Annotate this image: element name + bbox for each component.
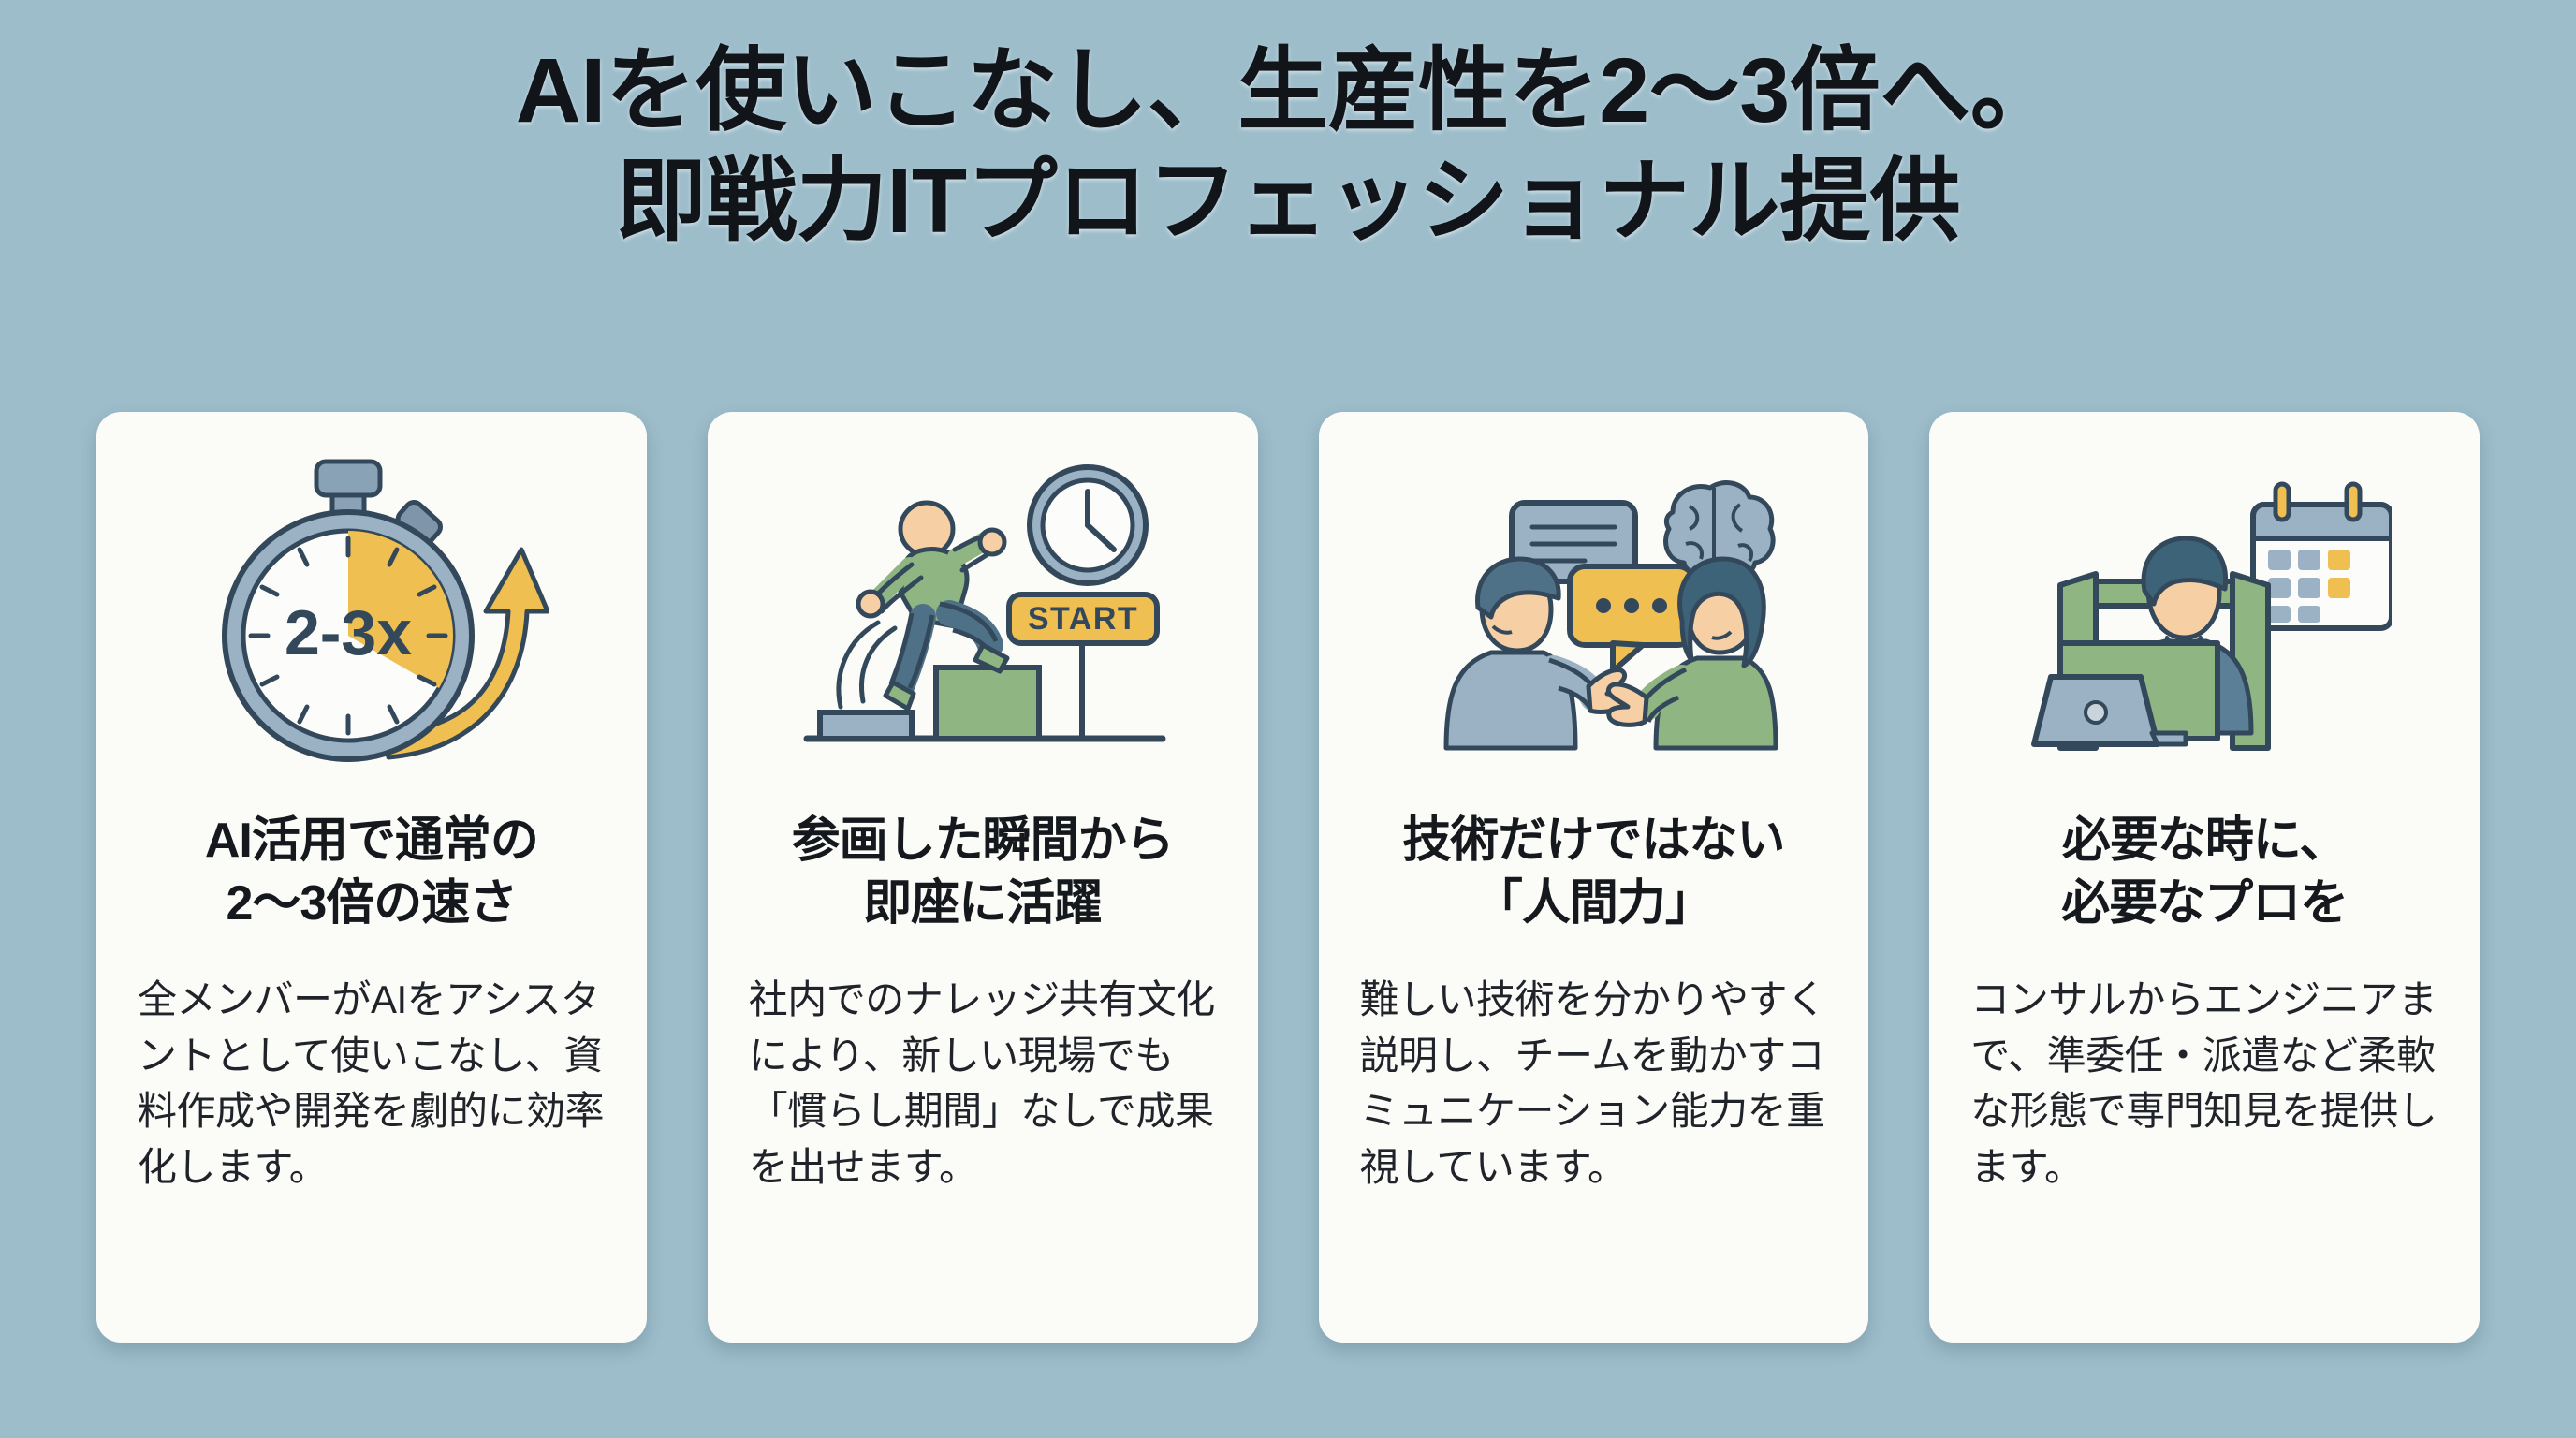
card-title: 技術だけではない 「人間力」 — [1387, 810, 1799, 934]
card-title-line-1: 参画した瞬間から — [791, 814, 1175, 868]
card-title: AI活用で通常の 2〜3倍の速さ — [190, 810, 553, 934]
card-title-line-2: 即座に活躍 — [863, 875, 1103, 931]
card-body: 社内でのナレッジ共有文化により、新しい現場でも「慣らし期間」なしで成果を出せます… — [748, 977, 1216, 1189]
businessman-toolbox-laptop-calendar-icon — [1929, 412, 2480, 810]
feature-card-list: 2-3x AI活用で通常の 2〜3倍の速さ 全メンバーがAIをアシスタントとして… — [96, 412, 2480, 1343]
stopwatch-2-3x-growth-arrow-icon: 2-3x — [96, 412, 647, 810]
card-title-line-2: 「人間力」 — [1473, 875, 1714, 931]
page-title: AIを使いこなし、生産性を2〜3倍へ。 即戦力ITプロフェッショナル提供 — [0, 36, 2576, 257]
card-title-line-1: 技術だけではない — [1402, 814, 1785, 868]
card-body: 全メンバーがAIをアシスタントとして使いこなし、資料作成や開発を劇的に効率化しま… — [138, 977, 605, 1189]
card-title-line-1: 必要な時に、 — [2061, 814, 2348, 868]
feature-card[interactable]: 技術だけではない 「人間力」 難しい技術を分かりやすく説明し、チームを動かすコミ… — [1318, 412, 1869, 1343]
card-title: 必要な時に、 必要なプロを — [2046, 810, 2363, 934]
page-title-line-1: AIを使いこなし、生産性を2〜3倍へ。 — [515, 39, 2061, 141]
feature-card[interactable]: START — [707, 412, 1258, 1343]
stopwatch-label: 2-3x — [285, 597, 412, 668]
card-body: 難しい技術を分かりやすく説明し、チームを動かすコミュニケーション能力を重視してい… — [1359, 977, 1827, 1189]
start-sign-label: START — [1027, 601, 1137, 637]
card-body: コンサルからエンジニアまで、準委任・派遣など柔軟な形態で専門知見を提供します。 — [1970, 977, 2437, 1189]
card-title-line-1: AI活用で通常の — [204, 814, 539, 868]
feature-card[interactable]: 必要な時に、 必要なプロを コンサルからエンジニアまで、準委任・派遣など柔軟な形… — [1929, 412, 2480, 1343]
feature-card[interactable]: 2-3x AI活用で通常の 2〜3倍の速さ 全メンバーがAIをアシスタントとして… — [96, 412, 647, 1343]
page-title-line-2: 即戦力ITプロフェッショナル提供 — [615, 150, 1961, 253]
two-people-talking-brain-speech-bubbles-icon — [1319, 412, 1869, 810]
card-title-line-2: 2〜3倍の速さ — [226, 875, 518, 931]
card-title: 参画した瞬間から 即座に活躍 — [777, 810, 1189, 934]
card-title-line-2: 必要なプロを — [2061, 875, 2349, 931]
runner-start-sign-clock-icon: START — [708, 412, 1258, 810]
